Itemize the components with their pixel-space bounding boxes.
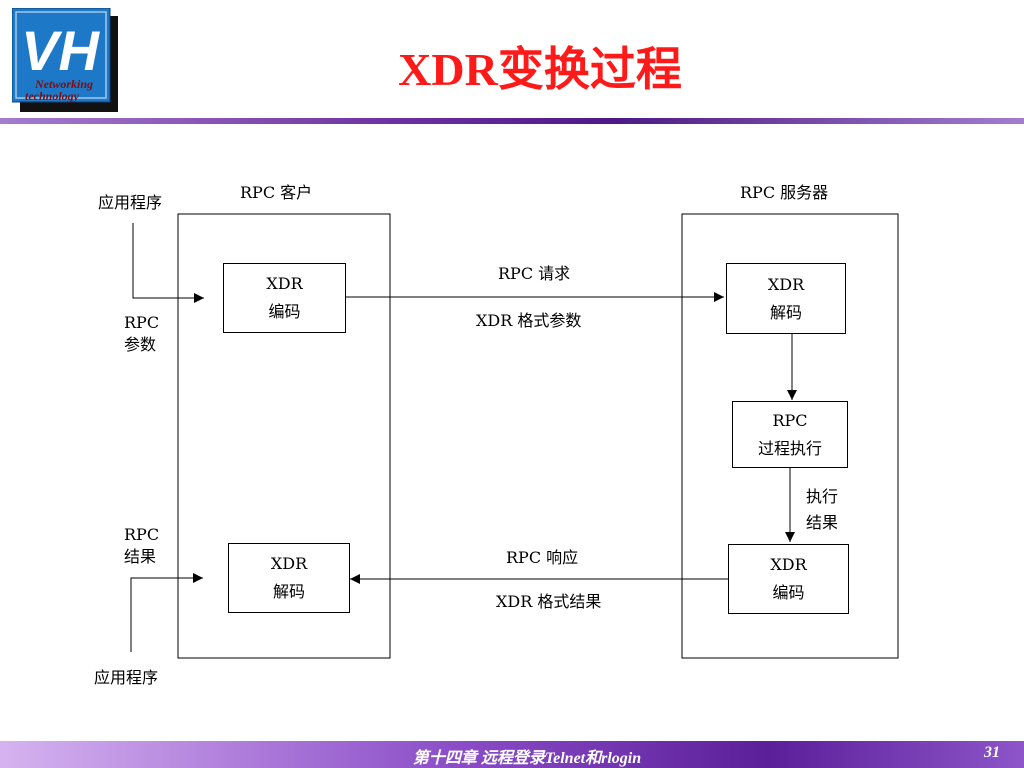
box-line: XDR	[770, 555, 807, 574]
server-label: RPC 服务器	[740, 183, 829, 202]
rpc-result-label-1: RPC	[124, 525, 160, 544]
page-number: 31	[984, 744, 1000, 761]
client-xdr-encode-box: XDR 编码	[223, 263, 346, 333]
response-format-label: XDR 格式结果	[496, 592, 602, 611]
svg-text:VH: VH	[21, 19, 100, 82]
box-line: XDR	[270, 554, 308, 573]
box-line: 解码	[769, 302, 802, 322]
app-to-encode-arrow	[132, 223, 204, 303]
footer-bar	[0, 741, 1024, 768]
rpc-params-label-1: RPC	[124, 313, 160, 332]
xdr-flow-diagram	[130, 213, 899, 659]
title-divider	[0, 118, 1024, 124]
rpc-result-label-2: 结果	[124, 547, 157, 566]
result-to-app-arrow	[130, 573, 203, 652]
exec-result-label-1: 执行	[806, 487, 839, 506]
response-label: RPC 响应	[506, 548, 579, 567]
box-line: 过程执行	[757, 438, 822, 458]
exec-result-label-2: 结果	[806, 513, 839, 532]
networking-technology-logo: VH Networking technology	[12, 8, 118, 112]
box-line: 解码	[272, 582, 305, 601]
svg-text:technology: technology	[25, 89, 80, 103]
box-line: XDR	[767, 274, 805, 294]
app-label-top: 应用程序	[98, 193, 163, 212]
rpc-params-label-2: 参数	[124, 335, 157, 354]
request-format-label: XDR 格式参数	[476, 311, 582, 330]
server-rpc-exec-box: RPC 过程执行	[732, 401, 848, 468]
page-title: XDR变换过程	[398, 44, 682, 95]
footer-chapter: 第十四章 远程登录Telnet和rlogin	[412, 750, 642, 767]
svg-text:Networking: Networking	[34, 77, 93, 91]
box-line: RPC	[772, 410, 808, 430]
server-xdr-decode-box: XDR 解码	[726, 263, 846, 334]
box-line: 编码	[772, 583, 805, 602]
request-label: RPC 请求	[498, 264, 571, 283]
app-label-bottom: 应用程序	[94, 668, 159, 687]
client-xdr-decode-box: XDR 解码	[228, 543, 350, 613]
box-line: 编码	[268, 302, 301, 321]
client-label: RPC 客户	[240, 183, 313, 202]
server-xdr-encode-box: XDR 编码	[728, 544, 849, 614]
server-container	[681, 213, 899, 659]
box-line: XDR	[266, 274, 303, 293]
client-container	[177, 213, 391, 659]
